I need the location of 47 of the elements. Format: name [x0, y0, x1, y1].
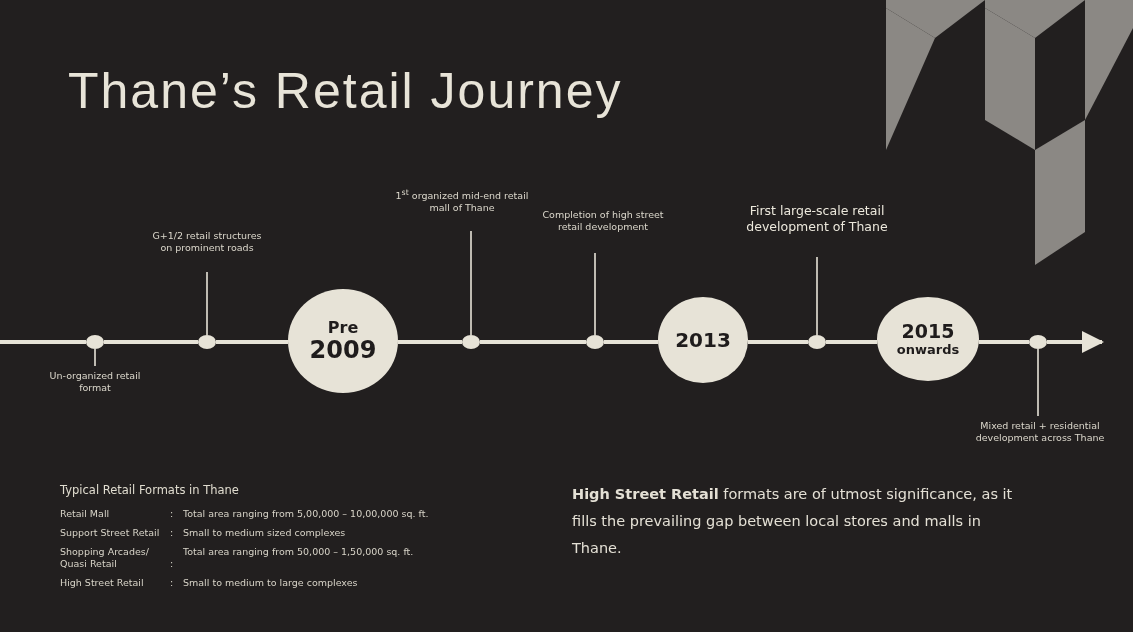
leader-line	[470, 230, 472, 336]
year-label: Pre	[327, 319, 359, 337]
timeline-arrow	[1047, 331, 1104, 353]
table-row-header: High Street Retail	[60, 577, 145, 589]
table-row-header: Retail Mall	[60, 508, 111, 520]
table-cell-text: Total area ranging from 5,00,000 – 10,00,000 sq. ft.	[183, 508, 430, 520]
separator-colon: :	[170, 577, 175, 589]
timeline-line	[104, 340, 198, 344]
milestone-text: G+1/2 retail structures on prominent roads	[147, 230, 267, 268]
table-heading: Typical Retail Formats in Thane	[60, 483, 239, 497]
timeline-line	[216, 340, 288, 344]
timeline-line	[0, 340, 86, 344]
milestone-text: 1$^{st}$ organized mid-end retail mall of Thane	[392, 187, 532, 227]
timeline-dot	[808, 335, 826, 349]
year-label: onwards	[896, 342, 960, 357]
year-label: 2013	[675, 329, 731, 351]
leader-line	[1037, 348, 1039, 417]
timeline-line	[604, 340, 659, 344]
summary-paragraph: High Street Retail formats are of utmost significance, as it fills the prevailing gap between local stores and malls in Thane.	[572, 485, 1014, 558]
separator-colon: :	[170, 527, 175, 539]
separator-colon: :	[170, 558, 175, 570]
table-cell-text: Total area ranging from 50,000 – 1,50,000 sq. ft.	[183, 546, 415, 558]
timeline-dot	[1029, 335, 1047, 349]
leader-line	[94, 348, 96, 367]
table-row-header: Support Street Retail	[60, 527, 161, 539]
timeline-dot	[198, 335, 216, 349]
table-cell-text: Small to medium sized complexes	[183, 527, 347, 539]
timeline-dot	[86, 335, 104, 349]
milestone-text: First large-scale retail development of Thane	[727, 203, 907, 253]
timeline-line	[480, 340, 586, 344]
year-label: 2009	[309, 337, 377, 363]
timeline-line	[398, 340, 462, 344]
timeline-line	[978, 340, 1029, 344]
table-row-header: Shopping Arcades/ Quasi Retail	[60, 546, 150, 570]
milestone-text: Mixed retail + residential development across Thane	[975, 420, 1105, 460]
page-title: Thane’s Retail Journey	[68, 62, 623, 120]
year-label: 2015	[901, 321, 955, 342]
timeline-dot	[586, 335, 604, 349]
leader-line	[594, 252, 596, 336]
milestone-text: Un-organized retail format	[45, 370, 145, 396]
timeline-dot	[462, 335, 480, 349]
milestone-text: Completion of high street retail development	[533, 209, 673, 249]
leader-line	[206, 271, 208, 336]
table-cell-text: Small to medium to large complexes	[183, 577, 359, 589]
leader-line	[816, 256, 818, 336]
timeline-line	[826, 340, 878, 344]
separator-colon: :	[170, 508, 175, 520]
